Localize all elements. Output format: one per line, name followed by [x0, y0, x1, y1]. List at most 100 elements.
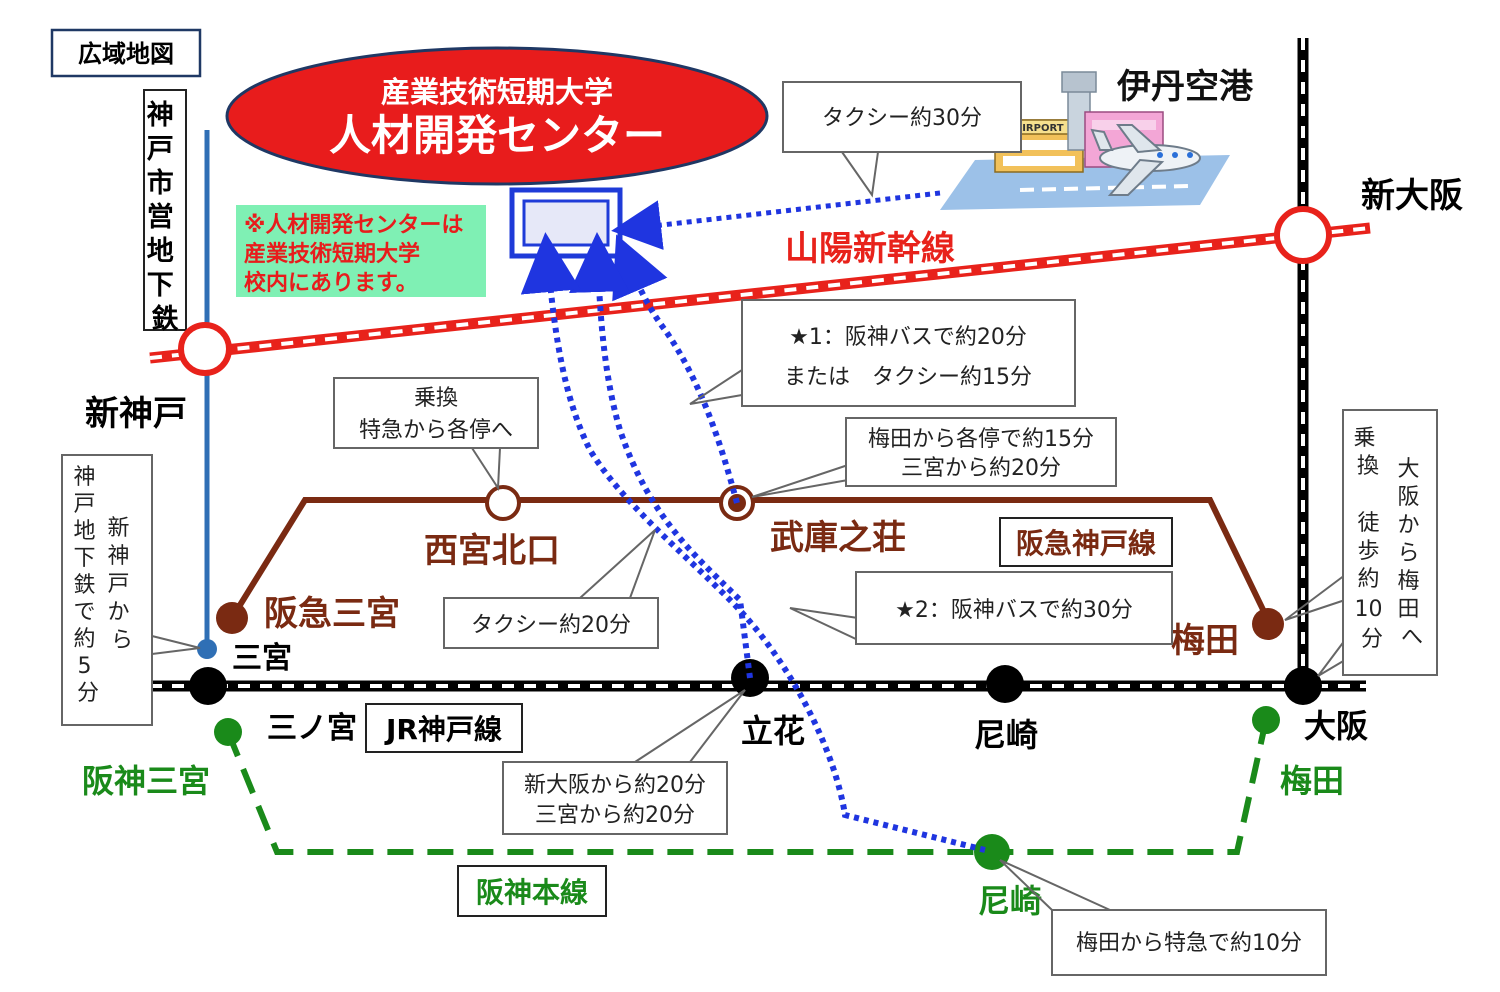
mukonoso-text-line1: 梅田から各停で約15分: [868, 427, 1094, 452]
amagasaki-jr-station: [986, 665, 1024, 703]
shin-kobe-station: [178, 322, 232, 376]
subway-char: 神: [147, 100, 174, 131]
osaka-label: 大阪: [1304, 707, 1368, 745]
osaka-callout-col1: 乗 換: [1353, 426, 1382, 479]
shin-kobe-label: 新神戸: [85, 394, 187, 434]
airport-sign: AIRPORT: [1014, 123, 1063, 134]
bus1-callout: ★1：阪神バスで約20分 または タクシー約15分: [689, 299, 1076, 407]
callout-char: 換: [1357, 454, 1379, 479]
bus2-callout: ★2：阪神バスで約30分: [789, 571, 1173, 645]
hankyu-sannomiya-label: 阪急三宮: [264, 594, 400, 634]
subway-sannomiya-station: [197, 639, 217, 659]
callout-char: 5: [78, 654, 92, 679]
callout-char: か: [107, 600, 129, 625]
callout-char: 戸: [107, 572, 129, 597]
note-line2: 産業技術短期大学: [244, 241, 420, 267]
subway-callout: 新 神 戸 か ら 神 戸 地 下 鉄 で 約 5 分: [61, 454, 201, 726]
hankyu-line-label-box: 阪急神戸線: [999, 517, 1173, 567]
transfer-text-line2: 特急から各停へ: [359, 418, 513, 443]
umeda-hankyu-label: 梅田: [1171, 621, 1239, 661]
map-title-box: 広域地図: [50, 28, 202, 78]
subway-callout-col2: 神 戸 地 下 鉄 で 約 5 分: [73, 465, 102, 706]
osaka-station: [1284, 667, 1322, 705]
callout-char: 戸: [73, 492, 95, 517]
shinkansen-line: [149, 222, 1371, 364]
amagasaki-text: 梅田から特急で約10分: [1076, 931, 1302, 956]
hanshin-sannomiya-station: [214, 718, 242, 746]
callout-char: 徒: [1357, 511, 1379, 536]
hanshin-line-label: 阪神本線: [476, 876, 588, 909]
sannomiya-jr-label: 三ノ宮: [267, 711, 357, 746]
callout-char: か: [1397, 513, 1419, 538]
callout-char: 乗: [1353, 426, 1375, 451]
callout-char: ら: [1397, 541, 1419, 566]
tachibana-text-line2: 三宮から約20分: [535, 803, 695, 828]
venue-marker: [509, 187, 623, 259]
amagasaki-jr-label: 尼崎: [974, 716, 1038, 754]
route-tachibana: [569, 232, 753, 679]
callout-char: 10: [1355, 597, 1383, 622]
mukonoso-text-line2: 三宮から約20分: [901, 456, 1061, 481]
hanshin-sannomiya-label: 阪神三宮: [82, 762, 210, 800]
taxi20-callout: タクシー約20分: [443, 529, 659, 649]
callout-char: 地: [73, 519, 95, 544]
callout-char: 歩: [1357, 539, 1379, 564]
callout-char: で: [73, 600, 95, 625]
airport-route: [611, 190, 941, 250]
bus2-text: ★2：阪神バスで約30分: [895, 598, 1133, 623]
callout-char: 新: [107, 516, 129, 541]
bus1-text-line2: または タクシー約15分: [784, 365, 1032, 390]
umeda-hanshin-label: 梅田: [1280, 762, 1344, 800]
callout-char: 分: [1361, 627, 1383, 652]
callout-char: ら: [111, 628, 133, 653]
callout-char: 神: [73, 465, 95, 490]
callout-char: 神: [107, 544, 129, 569]
note-line3: 校内にあります。: [244, 270, 418, 296]
transfer-text-line1: 乗換: [414, 386, 458, 411]
tachibana-label: 立花: [741, 712, 805, 750]
subway-char: 地: [147, 236, 174, 267]
note-box: ※人材開発センターは 産業技術短期大学 校内にあります。: [236, 205, 486, 297]
map-title: 広域地図: [78, 40, 174, 68]
amagasaki-callout: 梅田から特急で約10分: [999, 859, 1327, 976]
subway-label: 神 戸 市 営 地 下 鉄: [143, 89, 187, 335]
airplane-icon: [1090, 124, 1201, 196]
subway-char: 営: [147, 201, 174, 233]
airport-taxi-callout: タクシー約30分: [782, 81, 1022, 198]
venue-name-line1: 産業技術短期大学: [381, 75, 613, 109]
hankyu-line: [229, 497, 1271, 622]
jr-line-label-box: JR神戸線: [365, 703, 523, 753]
airport-name: 伊丹空港: [1116, 67, 1254, 107]
shin-osaka-label: 新大阪: [1361, 176, 1463, 216]
callout-char: 分: [77, 681, 99, 706]
callout-char: へ: [1401, 625, 1423, 650]
sannomiya-jr-station: [189, 667, 227, 705]
callout-char: 下: [73, 546, 95, 571]
bus1-text-line1: ★1：阪神バスで約20分: [789, 325, 1027, 350]
subway-callout-col1: 新 神 戸 か ら: [107, 516, 136, 653]
note-line1: ※人材開発センターは: [244, 213, 463, 238]
callout-char: 約: [1357, 567, 1379, 592]
amagasaki-hanshin-label: 尼崎: [978, 882, 1042, 920]
route-mukonoso: [612, 234, 740, 504]
mukonoso-callout: 梅田から各停で約15分 三宮から約20分: [751, 417, 1117, 498]
osaka-callout: 乗 換 徒 歩 約 10 分 大 阪 か ら 梅 田 へ: [1284, 409, 1438, 677]
callout-char: 大: [1397, 457, 1419, 482]
callout-char: 阪: [1397, 485, 1419, 510]
venue-ellipse: 産業技術短期大学 人材開発センター: [225, 46, 769, 186]
tachibana-text-line1: 新大阪から約20分: [524, 773, 706, 798]
hankyu-line-label: 阪急神戸線: [1016, 527, 1156, 560]
hankyu-sannomiya-station: [216, 602, 248, 634]
subway-char: 戸: [147, 134, 174, 165]
umeda-hankyu-station: [1252, 608, 1284, 640]
nishinomiya-kitaguchi-label: 西宮北口: [424, 531, 560, 571]
hanshin-line-label-box: 阪神本線: [457, 865, 607, 917]
callout-char: 鉄: [73, 573, 95, 598]
callout-char: 田: [1397, 597, 1419, 622]
jr-line-label: JR神戸線: [384, 713, 502, 746]
hanshin-line: [225, 719, 1269, 855]
bus-routes: [520, 232, 986, 853]
nishinomiya-kitaguchi-station: [485, 485, 521, 521]
umeda-hanshin-station: [1252, 706, 1280, 734]
osaka-callout-col3: 大 阪 か ら 梅 田 へ: [1397, 457, 1426, 650]
